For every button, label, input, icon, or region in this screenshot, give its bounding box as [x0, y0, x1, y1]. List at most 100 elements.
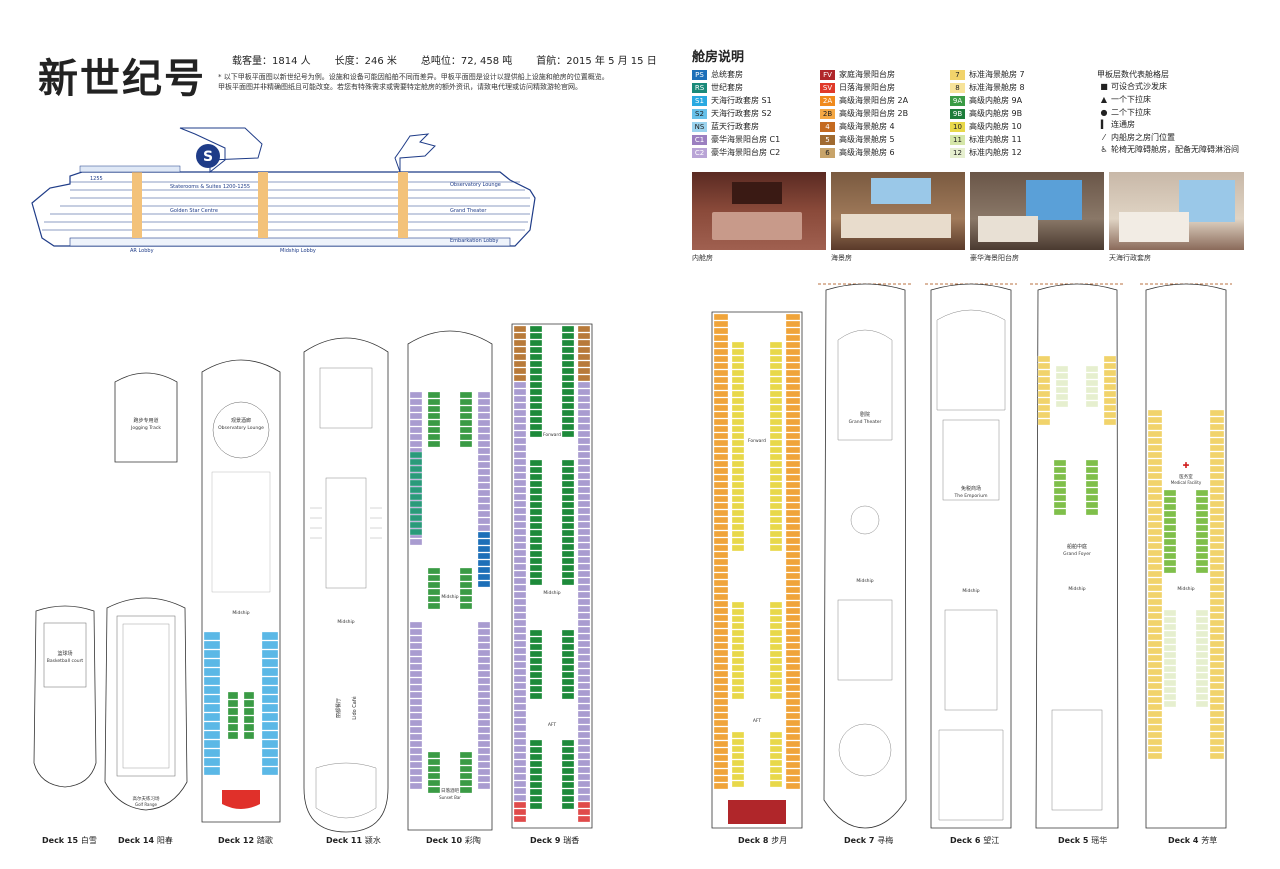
cabin-cell	[561, 480, 575, 488]
cabin-cell	[513, 458, 527, 466]
cabin-cell	[513, 444, 527, 452]
cabin-cell	[459, 412, 473, 420]
legend-swatch: 5	[820, 134, 835, 145]
cabin-cell	[769, 495, 783, 503]
cabin-cell	[769, 474, 783, 482]
cabin-cell	[561, 550, 575, 558]
cabin-cell	[731, 643, 745, 651]
cabin-cell	[1195, 630, 1209, 638]
cabin-cell	[1209, 465, 1225, 473]
cabin-cell	[1209, 577, 1225, 585]
cabin-cell	[477, 482, 491, 490]
cabin-cell	[1209, 472, 1225, 480]
cabin-cell	[1085, 501, 1099, 509]
cabin-cell	[1085, 386, 1099, 394]
cabin-cell	[427, 786, 441, 794]
cabin-cell	[1147, 542, 1163, 550]
cabin-cell	[1055, 365, 1069, 373]
midship-label: Midship	[1177, 586, 1194, 592]
cabin-cell	[459, 574, 473, 582]
cabin-cell	[1147, 479, 1163, 487]
cabin-cell	[577, 584, 591, 592]
cabin-cell	[785, 348, 801, 356]
cabin-cell	[577, 423, 591, 431]
cabin-cell	[561, 678, 575, 686]
cabin-cell	[731, 752, 745, 760]
cabin-cell	[731, 523, 745, 531]
cabin-cell	[713, 355, 729, 363]
cabin-cell	[1163, 609, 1177, 617]
cabin-cell	[477, 677, 491, 685]
cabin-cell	[561, 685, 575, 693]
cabin-cell	[713, 502, 729, 510]
cabin-cell	[1147, 521, 1163, 529]
cabin-cell	[477, 628, 491, 636]
cabin-cell	[427, 419, 441, 427]
cabin-cell	[785, 439, 801, 447]
cabin-cell	[769, 650, 783, 658]
cabin-cell	[1147, 556, 1163, 564]
cabin-cell	[1103, 411, 1117, 419]
cabin-cell	[1053, 480, 1067, 488]
legend-label: 豪华海景阳台房 C2	[711, 148, 781, 157]
cabin-cell	[513, 668, 527, 676]
cabin-cell	[731, 759, 745, 767]
cabin-cell	[1209, 514, 1225, 522]
ship-profile-diagram: S 1255 Observatory Lounge Staterooms & S…	[31, 127, 536, 254]
cabin-cell	[1195, 616, 1209, 624]
cabin-cell	[1209, 661, 1225, 669]
deck-label-7: Deck 7 寻梅	[844, 836, 894, 845]
cabin-cell	[409, 391, 423, 399]
cabin-cell	[1085, 393, 1099, 401]
cabin-cell	[713, 726, 729, 734]
cabin-cell	[731, 376, 745, 384]
cabin-cell	[409, 670, 423, 678]
deck-feature-label: 船舶中庭	[1067, 543, 1087, 550]
cabin-cell	[785, 586, 801, 594]
cabin-cell	[513, 514, 527, 522]
deck-feature-label: 医务室	[1179, 473, 1193, 480]
cabin-cell	[577, 360, 591, 368]
cabin-cell	[203, 712, 221, 722]
midship-label: Midship	[1068, 586, 1085, 592]
cabin-cell	[561, 423, 575, 431]
cabin-cell	[477, 538, 491, 546]
capacity-stat: 载客量：1814 人	[232, 56, 311, 67]
symbol-label: 二个下拉床	[1111, 107, 1151, 117]
cabin-cell	[713, 635, 729, 643]
midship-label: Midship	[543, 590, 560, 596]
midship-label: Midship	[337, 619, 354, 625]
cabin-cell	[1055, 393, 1069, 401]
cabin-cell	[713, 607, 729, 615]
cabin-cell	[1209, 668, 1225, 676]
cabin-cell	[731, 488, 745, 496]
cabin-cell	[713, 334, 729, 342]
cabin-cell	[785, 642, 801, 650]
cabin-cell	[713, 614, 729, 622]
cabin-cell	[1209, 493, 1225, 501]
cabin-cell	[731, 601, 745, 609]
cabin-cell	[713, 579, 729, 587]
cabin-cell	[513, 689, 527, 697]
legend-label: 标准海景舱房 7	[969, 70, 1025, 79]
legend-swatch: PS	[692, 69, 707, 80]
cabin-cell	[713, 530, 729, 538]
medical-cross-icon: ✚	[1183, 461, 1190, 470]
cabin-cell	[1147, 738, 1163, 746]
cabin-cell	[561, 760, 575, 768]
cabin-cell	[561, 402, 575, 410]
cabin-cell	[785, 607, 801, 615]
cabin-cell	[731, 418, 745, 426]
cabin-cell	[513, 535, 527, 543]
cabin-cell	[409, 677, 423, 685]
cabin-cell	[785, 768, 801, 776]
cabin-cell	[1195, 559, 1209, 567]
cabin-cell	[785, 544, 801, 552]
photo-caption: 内舱房	[692, 254, 713, 262]
cabin-cell	[1147, 661, 1163, 669]
cabin-cell	[409, 656, 423, 664]
cabin-cell	[1209, 507, 1225, 515]
cabin-cell	[477, 468, 491, 476]
